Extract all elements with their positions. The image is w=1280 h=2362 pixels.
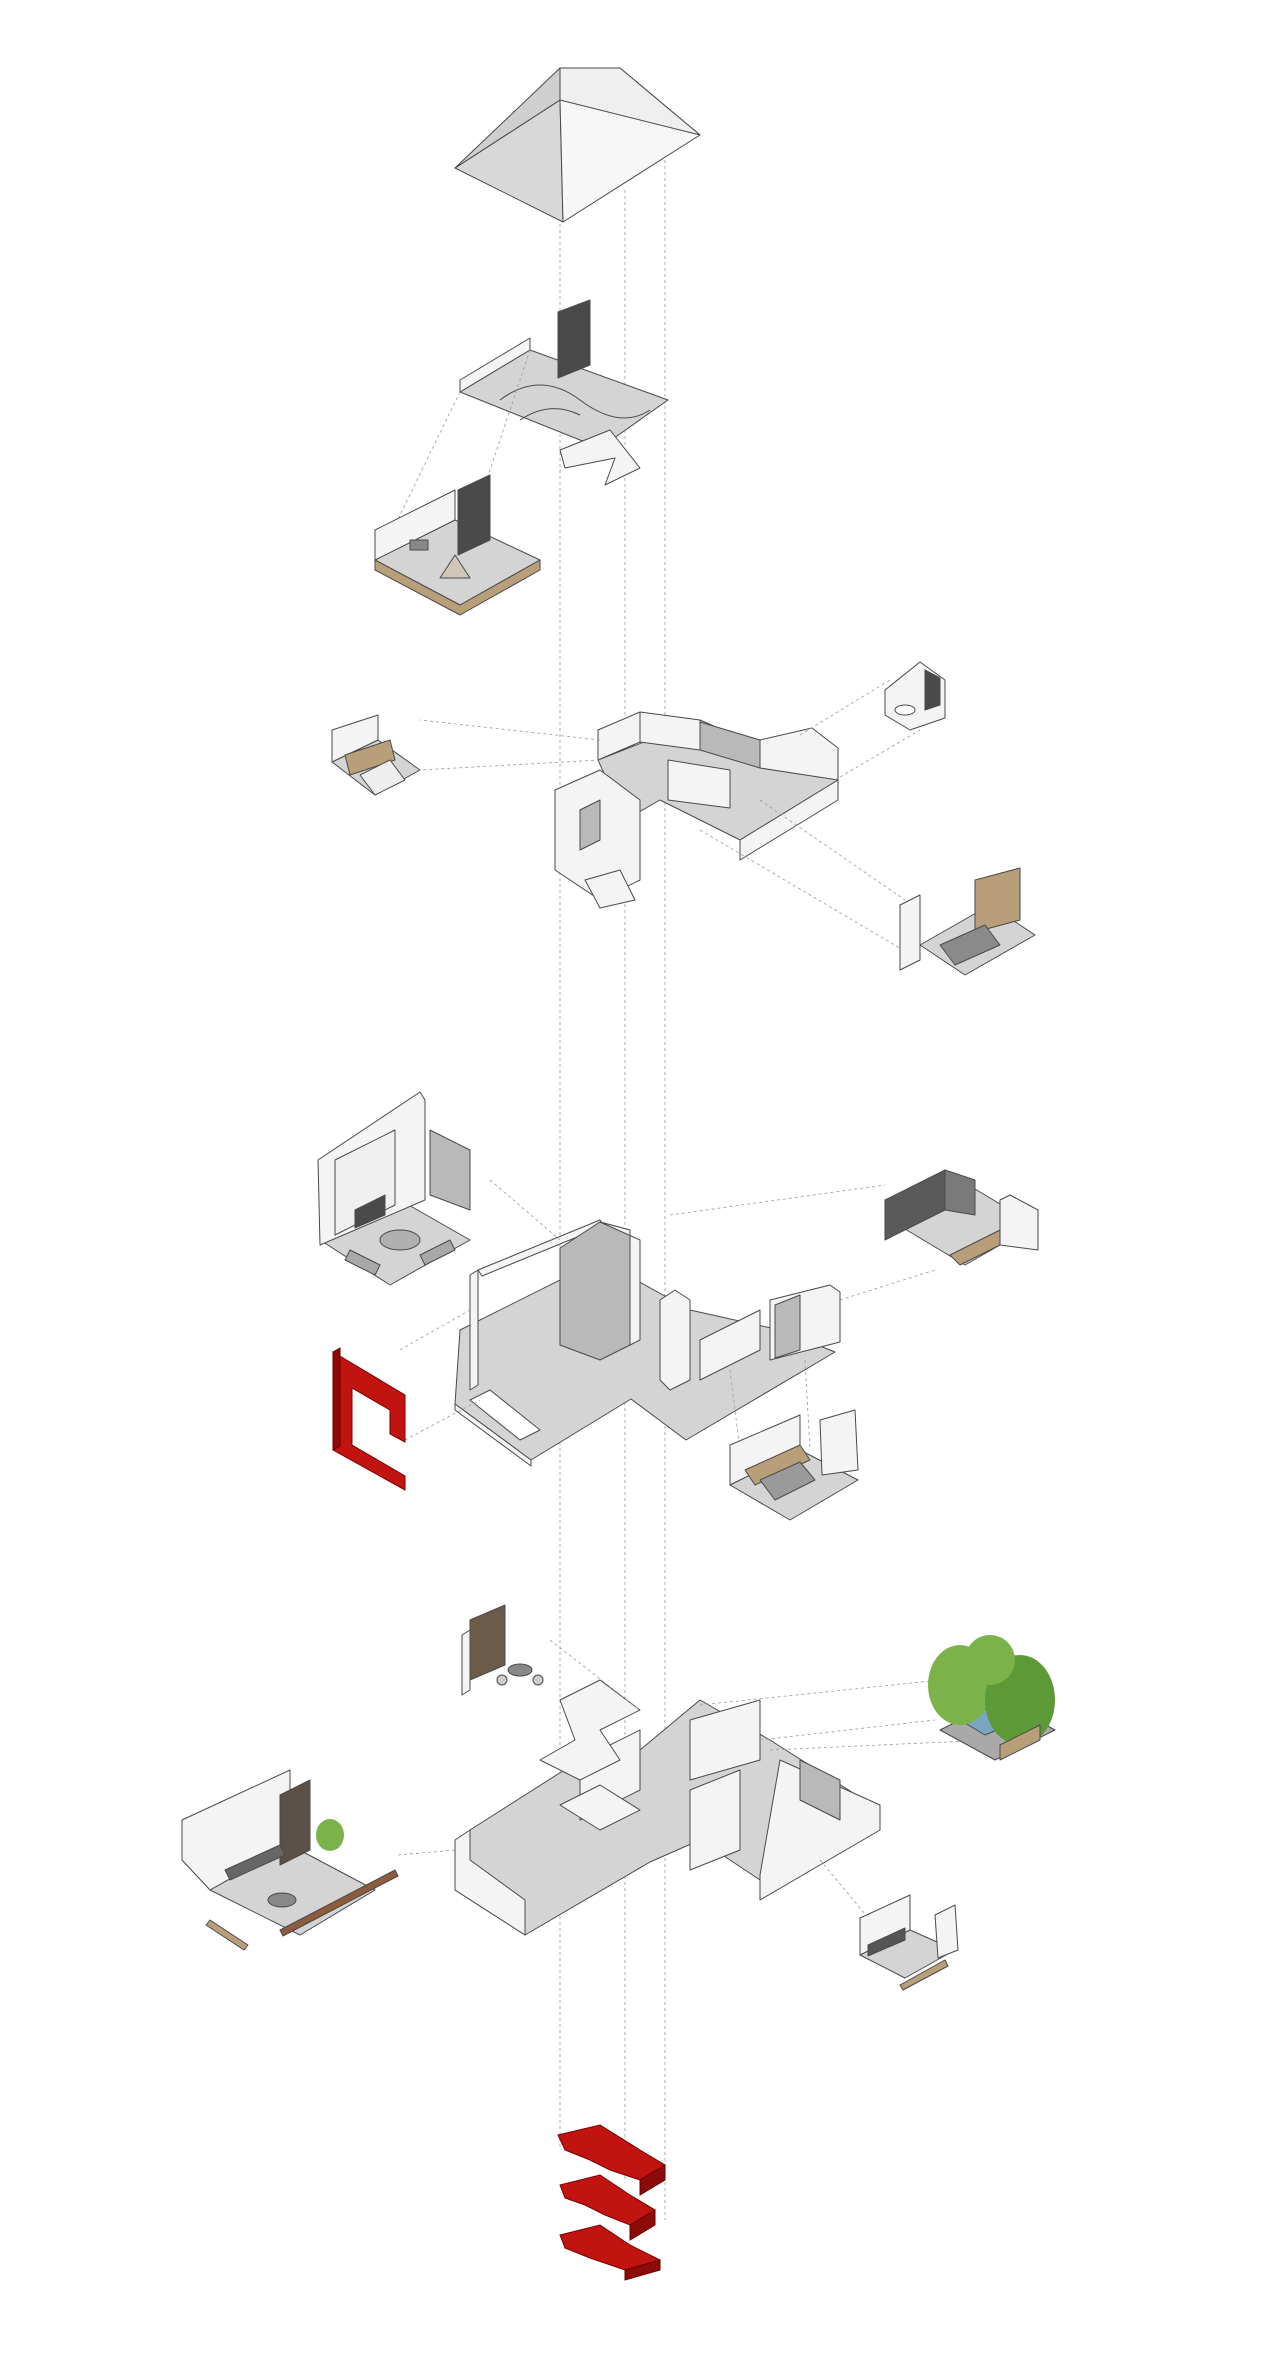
first-floor-bedroom-detail: [729, 1409, 859, 1521]
attic-stair: [559, 429, 641, 486]
ground-floor-guest-bedroom-detail: [859, 1894, 959, 1991]
ground-floor-lounge-detail: [181, 1769, 399, 1951]
first-floor-stair-core: [559, 1221, 631, 1361]
first-floor-kitchen-detail: [884, 1169, 1039, 1266]
ground-floor-stairs: [539, 1679, 641, 1781]
first-floor-level: [399, 1179, 936, 1467]
second-floor-level: [419, 679, 921, 961]
ground-floor-level: [397, 1639, 991, 1936]
highlighted-staircase: [557, 2124, 666, 2281]
ground-floor-dining-detail: [461, 1604, 544, 1696]
second-floor-bedroom-detail: [331, 714, 421, 796]
attic-room-detail: [374, 474, 541, 616]
roof: [454, 67, 701, 223]
second-floor-master-bedroom-detail: [899, 867, 1036, 976]
first-floor-living-room-detail: [317, 1091, 471, 1286]
attic-level: [377, 299, 669, 561]
first-floor-red-partition: [332, 1347, 406, 1491]
second-floor-bathroom-detail: [884, 661, 946, 731]
attic-feature-wall: [557, 299, 591, 379]
ground-floor-garden-detail: [928, 1635, 1056, 1761]
